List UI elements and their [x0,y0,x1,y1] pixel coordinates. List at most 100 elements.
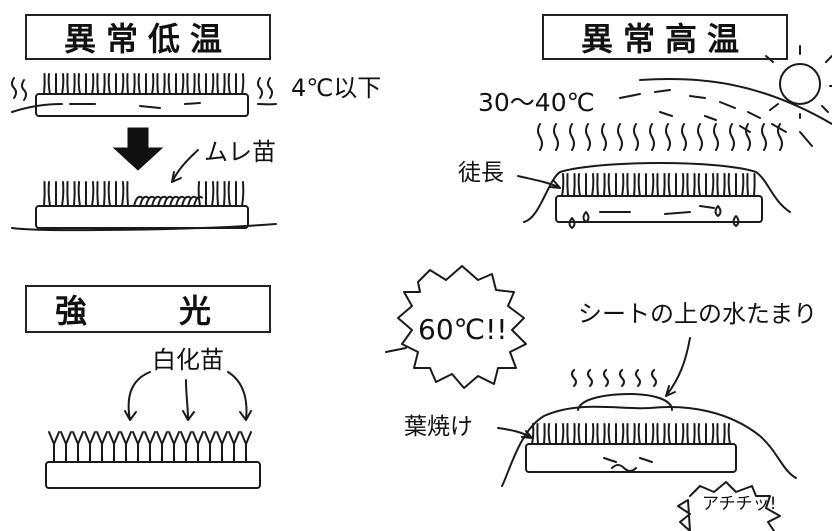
heat-wave [729,123,735,151]
title-strong-light: 強 光 [25,285,271,333]
heat-wave [601,123,607,151]
sprout [607,423,611,445]
sprout [163,73,166,95]
sprout [603,173,606,197]
sprout [596,173,599,197]
puddle-heat-waves [571,369,657,387]
y-sprout [48,431,60,463]
sprout [156,73,159,95]
sprout [566,173,569,197]
sprout [66,73,69,95]
pointer-arrow-leggy [517,175,561,189]
wilted-sprout [163,195,173,207]
sprout [681,173,685,197]
sprout [121,181,125,207]
sprout [663,173,666,197]
sprout [543,423,546,445]
sprout [186,73,189,95]
heat-wave [681,123,687,151]
strong-light-tray [45,461,261,489]
sprout [711,423,715,445]
sprout [607,173,611,197]
sprout [686,423,689,445]
sprout [103,73,106,95]
sprout [596,423,599,445]
sprout [667,173,671,197]
high-temp-sheet [523,162,791,229]
sprout [693,173,696,197]
pointer-arrow-wilted [171,149,199,183]
sprout [241,73,245,95]
sprout [711,173,715,197]
hot-sheet [501,393,797,487]
y-sprout [168,431,180,463]
low-temp-tray-after [11,205,277,232]
speech-burst [385,265,527,389]
sprout [697,173,701,197]
heat-wave [635,369,641,387]
sprout [181,73,185,95]
sprout [96,181,99,207]
sprout [216,73,219,95]
wilted-sprout [181,195,191,207]
sprout [577,173,581,197]
heat-wave [603,369,609,387]
sprout [43,181,46,207]
title-low-temp: 異常低温 [25,14,271,60]
sprout [723,423,726,445]
sprout [223,181,226,207]
pointer-arrows-bleached [124,371,252,421]
high-temp-sprouts [561,173,756,197]
sprout [227,73,231,95]
sprout [561,173,565,197]
sprout [43,73,46,95]
wilted-sprout [187,195,197,207]
sprout [561,423,565,445]
heat-wave [633,123,639,151]
sprout [681,423,685,445]
low-temp-sprouts-before [43,73,245,95]
sprout [651,423,655,445]
y-sprout [72,431,84,463]
y-sprout [192,431,204,463]
sprout [753,173,756,197]
low-temp-note: 4℃以下 [291,74,382,102]
burst-temperature-text: 60℃!! [418,313,508,346]
sprout [61,181,65,207]
heat-wave [697,123,703,151]
heat-wave [649,123,655,151]
y-sprout [156,431,168,463]
sprout [77,181,81,207]
sprout [137,73,141,95]
y-sprout [144,431,156,463]
sprout [656,423,659,445]
wilted-sprout [175,195,185,207]
sprout [103,181,106,207]
sprout [197,181,201,207]
y-sprout [60,431,72,463]
heat-waves [537,123,783,151]
sprout [536,423,539,445]
sprout [73,73,76,95]
sprout [227,181,231,207]
sprout [566,423,569,445]
sprout [591,173,595,197]
heat-wave [553,123,559,151]
sprout [96,73,99,95]
sprout [621,173,625,197]
y-sprout [96,431,108,463]
sprout [626,173,629,197]
heat-wave [665,123,671,151]
y-sprout [132,431,144,463]
sprout [626,423,629,445]
sprout [151,73,155,95]
sprout [621,423,625,445]
sprout [633,173,636,197]
sprout [223,73,226,95]
sprout [547,423,551,445]
y-sprout [84,431,96,463]
hot-sheet-sprouts [531,423,731,445]
sprout [723,173,726,197]
pointer-arrow-scorch [497,427,533,439]
